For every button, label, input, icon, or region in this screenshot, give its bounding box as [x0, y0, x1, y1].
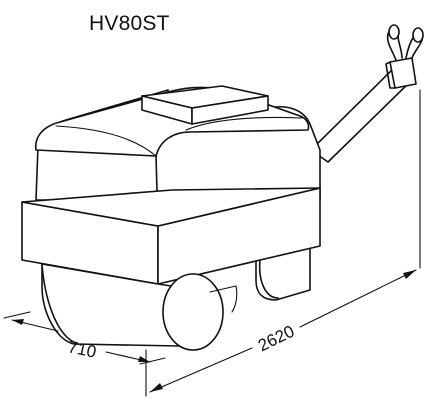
model-title: HV80ST	[89, 12, 170, 35]
front-drum-end	[162, 273, 224, 351]
frame-top	[21, 187, 321, 227]
rear-drum	[255, 247, 311, 301]
handle-grip-box-side	[385, 61, 396, 89]
length-dimension-label: 2620	[255, 322, 297, 356]
front-drum	[41, 263, 238, 351]
handle-levers	[386, 24, 424, 61]
handle	[310, 24, 424, 163]
front-frame	[21, 187, 321, 285]
handle-grip-box	[389, 57, 417, 89]
